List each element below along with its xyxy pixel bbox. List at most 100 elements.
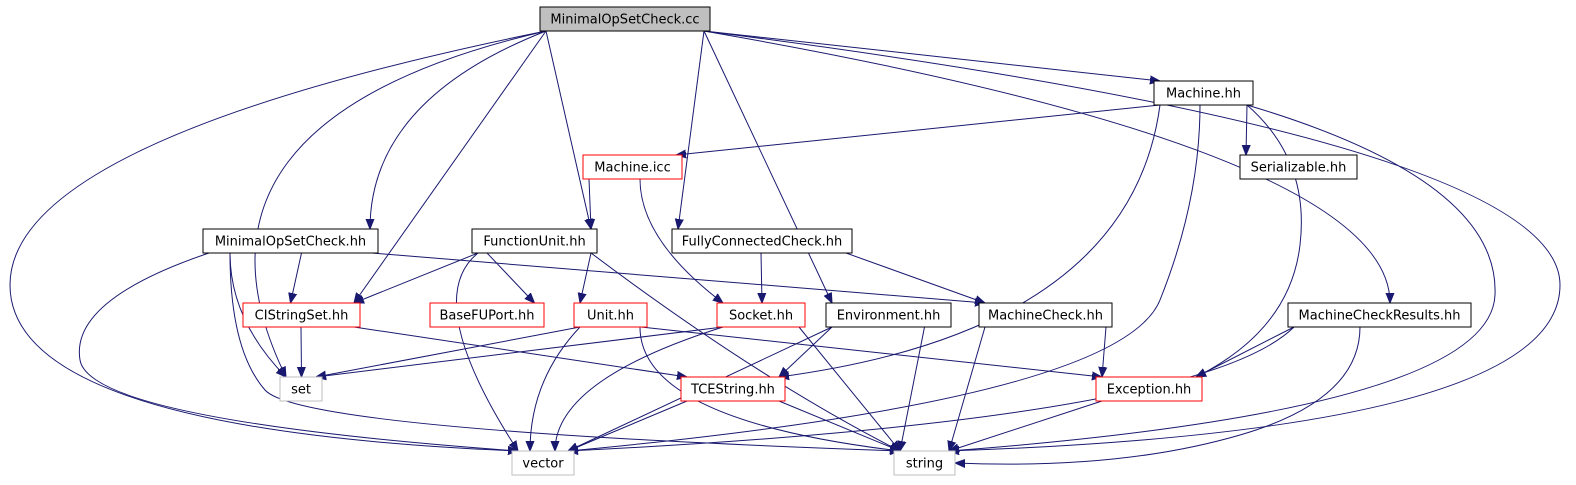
node-box <box>978 302 1113 328</box>
edge-unit_hh-to-vector <box>530 326 581 451</box>
edge-machinecheck_hh-to-exception_hh <box>1102 326 1106 377</box>
edge-socket_hh-to-string <box>798 326 900 451</box>
edge-exception_hh-to-string <box>949 400 1103 451</box>
node-box <box>429 302 545 328</box>
edge-root-to-machinecheckresults_hh <box>703 30 1390 303</box>
edge-root-to-machine_hh <box>703 30 1160 81</box>
edge-machine_hh-to-string <box>949 104 1496 451</box>
edge-machinecheckresults_hh-to-exception_hh <box>1196 326 1295 377</box>
edge-minimalopsetcheck_hh-to-cistringset_hh <box>291 252 302 303</box>
node-label: CIStringSet.hh <box>255 309 349 324</box>
edge-minimalopsetcheck_hh-to-vector <box>78 252 518 451</box>
node-label: TCEString.hh <box>690 383 775 398</box>
edge-root-to-cistringset_hh <box>354 30 547 303</box>
node-label: set <box>291 383 311 398</box>
node-vector: vector <box>511 450 575 476</box>
edge-unit_hh-to-string <box>639 326 900 451</box>
node-exception_hh[interactable]: Exception.hh <box>1095 376 1203 402</box>
node-box <box>573 302 648 328</box>
node-basefuport_hh[interactable]: BaseFUPort.hh <box>429 302 545 328</box>
edge-root-to-minimalopsetcheck_hh <box>370 30 547 229</box>
edge-unit_hh-to-exception_hh <box>640 326 1102 377</box>
node-machinecheckresults_hh[interactable]: MachineCheckResults.hh <box>1287 302 1472 328</box>
node-minimalopsetcheck_hh[interactable]: MinimalOpSetCheck.hh <box>202 228 379 254</box>
edge-socket_hh-to-vector <box>555 326 724 451</box>
node-box <box>893 450 956 476</box>
node-label: Serializable.hh <box>1251 161 1347 176</box>
edge-machine_hh-to-tcestring_hh <box>779 104 1161 377</box>
edge-root-to-fullyconnectedcheck_hh <box>678 30 705 229</box>
edge-minimalopsetcheck_hh-to-string <box>229 252 900 451</box>
node-box <box>582 154 683 180</box>
node-box <box>1287 302 1472 328</box>
node-string: string <box>893 450 956 476</box>
edge-fullyconnectedcheck_hh-to-socket_hh <box>761 252 762 303</box>
node-functionunit_hh[interactable]: FunctionUnit.hh <box>471 228 598 254</box>
edge-machine_icc-to-functionunit_hh <box>589 178 591 229</box>
edge-functionunit_hh-to-basefuport_hh <box>486 252 535 303</box>
node-label: Unit.hh <box>587 309 634 324</box>
edge-machine_hh-to-serializable_hh <box>1246 104 1247 155</box>
edge-environment_hh-to-tcestring_hh <box>779 326 833 377</box>
node-cistringset_hh[interactable]: CIStringSet.hh <box>242 302 361 328</box>
node-label: Environment.hh <box>837 309 941 324</box>
node-box <box>511 450 575 476</box>
edge-fullyconnectedcheck_hh-to-machinecheck_hh <box>845 252 985 303</box>
node-unit_hh[interactable]: Unit.hh <box>573 302 648 328</box>
node-label: string <box>906 457 943 472</box>
node-box <box>716 302 806 328</box>
node-label: FunctionUnit.hh <box>483 235 585 250</box>
node-label: Machine.hh <box>1166 87 1241 102</box>
node-box <box>279 376 323 402</box>
node-label: Machine.icc <box>594 161 670 176</box>
edge-socket_hh-to-set <box>316 326 724 377</box>
node-machinecheck_hh[interactable]: MachineCheck.hh <box>978 302 1113 328</box>
node-machine_hh[interactable]: Machine.hh <box>1153 80 1254 106</box>
edge-machinecheckresults_hh-to-vector <box>568 326 1295 451</box>
node-label: Exception.hh <box>1107 383 1192 398</box>
node-fullyconnectedcheck_hh[interactable]: FullyConnectedCheck.hh <box>671 228 853 254</box>
edge-environment_hh-to-string <box>900 326 925 451</box>
node-box <box>671 228 853 254</box>
node-box <box>471 228 598 254</box>
node-label: vector <box>522 457 564 472</box>
edge-machinecheckresults_hh-to-string <box>955 326 1361 464</box>
node-machine_icc[interactable]: Machine.icc <box>582 154 683 180</box>
node-box <box>202 228 379 254</box>
node-label: Socket.hh <box>729 309 793 324</box>
edges-layer <box>9 30 1561 464</box>
edge-root-to-vector <box>9 30 547 451</box>
node-box <box>1153 80 1254 106</box>
edge-functionunit_hh-to-cistringset_hh <box>354 252 479 303</box>
node-box <box>825 302 952 328</box>
node-label: BaseFUPort.hh <box>439 309 534 324</box>
node-box <box>1239 154 1358 180</box>
node-serializable_hh[interactable]: Serializable.hh <box>1239 154 1358 180</box>
edge-unit_hh-to-set <box>316 326 581 377</box>
node-root: MinimalOpSetCheck.cc <box>539 6 711 32</box>
node-label: FullyConnectedCheck.hh <box>682 235 843 250</box>
edge-cistringset_hh-to-set <box>301 326 302 377</box>
node-environment_hh[interactable]: Environment.hh <box>825 302 952 328</box>
node-label: MachineCheckResults.hh <box>1299 309 1461 324</box>
edge-functionunit_hh-to-vector <box>455 252 518 451</box>
edge-machine_hh-to-machine_icc <box>676 104 1161 155</box>
node-label: MinimalOpSetCheck.cc <box>550 13 699 28</box>
edge-minimalopsetcheck_hh-to-machinecheck_hh <box>371 252 985 303</box>
edge-root-to-environment_hh <box>703 30 832 303</box>
edge-functionunit_hh-to-string <box>590 252 900 451</box>
edge-root-to-string <box>703 30 1561 451</box>
edge-machine_hh-to-exception_hh <box>1196 104 1302 377</box>
edge-machine_icc-to-socket_hh <box>639 178 723 303</box>
node-box <box>680 376 786 402</box>
node-box <box>539 6 711 32</box>
nodes-layer: MinimalOpSetCheck.ccMachine.hhSerializab… <box>202 6 1472 476</box>
edge-tcestring_hh-to-string <box>778 400 900 451</box>
edge-machine_hh-to-vector <box>568 104 1201 451</box>
node-tcestring_hh[interactable]: TCEString.hh <box>680 376 786 402</box>
edge-root-to-functionunit_hh <box>545 30 591 229</box>
node-socket_hh[interactable]: Socket.hh <box>716 302 806 328</box>
edge-machinecheck_hh-to-string <box>949 326 986 451</box>
node-label: MachineCheck.hh <box>988 309 1103 324</box>
